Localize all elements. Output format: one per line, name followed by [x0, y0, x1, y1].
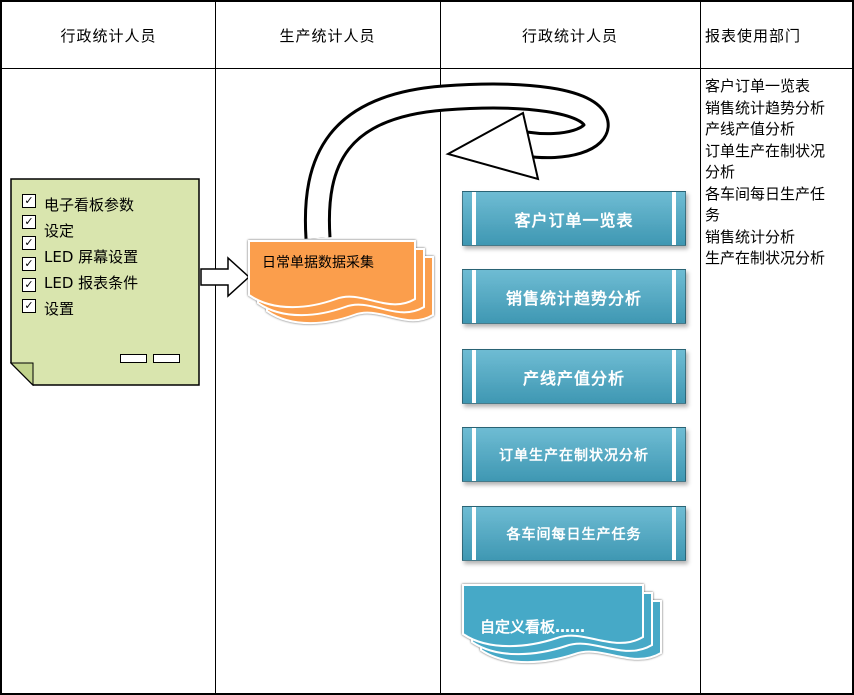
lane-divider-2 — [440, 2, 441, 693]
daily-data-collection-docs — [248, 240, 438, 342]
note-line: LED 报表条件 — [44, 274, 139, 292]
blank-field — [153, 354, 180, 363]
report-box-line-output: 产线产值分析 — [462, 349, 686, 404]
checkbox-icon: ✓ — [22, 236, 36, 250]
checkbox-icon: ✓ — [22, 299, 36, 313]
kanban-settings-note: ✓ ✓ ✓ ✓ ✓ ✓ 电子看板参数 设定 LED 屏幕设置 LED 报表条件 … — [10, 178, 200, 386]
report-box-label: 销售统计趋势分析 — [505, 288, 642, 308]
note-line: LED 屏幕设置 — [44, 248, 139, 266]
note-shape — [10, 178, 200, 386]
lane-header-admin-1: 行政统计人员 — [60, 27, 157, 45]
report-list-item: 销售统计趋势分析 — [705, 98, 826, 117]
checkbox-icon: ✓ — [22, 278, 36, 292]
note-text: 电子看板参数 设定 LED 屏幕设置 LED 报表条件 设置 — [44, 192, 138, 322]
report-box-sales-trend: 销售统计趋势分析 — [462, 269, 686, 324]
report-list-item: 产线产值分析 — [705, 120, 796, 138]
multi-document-shape — [248, 240, 434, 325]
report-box-label: 客户订单一览表 — [514, 210, 634, 230]
lane-divider-3 — [700, 2, 701, 693]
report-box-workshop-tasks: 各车间每日生产任务 — [462, 506, 686, 561]
note-line: 设定 — [44, 222, 75, 240]
lane-header-admin-2: 行政统计人员 — [521, 27, 618, 45]
right-block-arrow-icon — [200, 256, 251, 298]
report-list-item: 生产在制状况分析 — [705, 249, 826, 267]
report-box-label: 各车间每日生产任务 — [506, 526, 642, 543]
report-list-item: 销售统计分析 — [705, 227, 796, 246]
daily-data-collection-label: 日常单据数据采集 — [262, 255, 374, 271]
note-line: 设置 — [44, 300, 75, 318]
report-box-customer-orders: 客户订单一览表 — [462, 191, 686, 246]
multi-document-shape — [462, 584, 662, 664]
report-user-list: 客户订单一览表 销售统计趋势分析 产线产值分析 订单生产在制状况分析 各车间每日… — [705, 76, 837, 270]
checkbox-icon: ✓ — [22, 257, 36, 271]
lane-divider-1 — [215, 2, 216, 693]
note-content: ✓ ✓ ✓ ✓ ✓ ✓ 电子看板参数 设定 LED 屏幕设置 LED 报表条件 … — [22, 192, 138, 322]
blank-field — [120, 354, 147, 363]
custom-kanban-docs — [462, 584, 666, 680]
report-box-label: 订单生产在制状况分析 — [499, 447, 649, 464]
custom-kanban-label: 自定义看板…… — [480, 618, 586, 636]
checkbox-icon: ✓ — [22, 194, 36, 208]
checkbox-column: ✓ ✓ ✓ ✓ ✓ ✓ — [22, 192, 36, 322]
report-box-label: 产线产值分析 — [522, 368, 625, 388]
report-list-item: 客户订单一览表 — [705, 77, 811, 95]
lane-header-report-users: 报表使用部门 — [705, 27, 802, 45]
report-box-wip-analysis: 订单生产在制状况分析 — [462, 427, 686, 482]
checkbox-icon: ✓ — [22, 215, 36, 229]
lane-header-production: 生产统计人员 — [279, 27, 376, 45]
report-list-item: 各车间每日生产任务 — [705, 184, 826, 225]
report-list-item: 订单生产在制状况分析 — [705, 141, 826, 182]
note-line: 电子看板参数 — [44, 196, 135, 214]
header-divider — [2, 68, 852, 69]
